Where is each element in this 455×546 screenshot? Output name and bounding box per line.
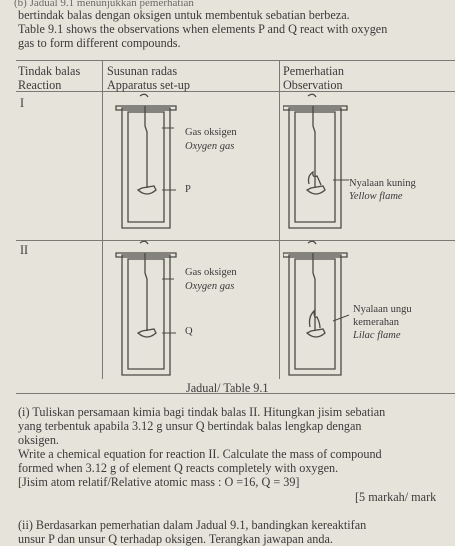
row1-obs-en: Yellow flame	[349, 191, 403, 202]
intro-line-2: Table 9.1 shows the observations when el…	[18, 22, 388, 36]
observation-table	[0, 60, 455, 394]
gas-jar-lid	[115, 105, 177, 111]
question-ii-ms-1: (ii) Berdasarkan pemerhatian dalam Jadua…	[18, 518, 367, 532]
row2-element: Q	[185, 326, 193, 337]
relative-atomic-mass: [Jisim atom relatif/Relative atomic mass…	[18, 475, 300, 489]
question-i-ms-1: (i) Tuliskan persamaan kimia bagi tindak…	[18, 405, 386, 419]
row2-gas-ms: Gas oksigen	[185, 267, 237, 278]
deflagrating-spoon-rod	[144, 106, 148, 188]
row2-gas-en: Oxygen gas	[185, 281, 235, 292]
spoon-bowl	[136, 185, 157, 195]
spoon-handle	[139, 93, 149, 98]
yellow-flame-icon	[307, 170, 322, 186]
row2-obs-en: Lilac flame	[353, 330, 401, 341]
header-observation-en: Observation	[283, 78, 343, 92]
row-label-i: I	[20, 96, 25, 110]
gas-jar-burning-p	[283, 93, 349, 229]
row1-gas-en: Oxygen gas	[185, 141, 235, 152]
row-label-ii: II	[20, 243, 29, 257]
header-apparatus-ms: Susunan radas	[107, 64, 178, 78]
row1-element: P	[185, 184, 191, 195]
gas-jar-burning-q	[283, 240, 350, 376]
row2-obs-ms-2: kemerahan	[353, 317, 400, 328]
header-reaction-ms: Tindak balas	[18, 64, 81, 78]
question-ii-ms-2: unsur P dan unsur Q terhadap oksigen. Te…	[18, 532, 333, 546]
header-reaction-en: Reaction	[18, 78, 62, 92]
question-i-ms-2: yang terbentuk apabila 3.12 g unsur Q be…	[18, 419, 362, 433]
question-i-ms-3: oksigen.	[18, 433, 59, 447]
question-i-en-2: formed when 3.12 g of element Q reacts c…	[18, 461, 339, 475]
row1-gas-ms: Gas oksigen	[185, 127, 237, 138]
gas-jar-outer	[121, 107, 171, 229]
gas-jar-apparatus-q	[115, 240, 177, 376]
header-observation-ms: Pemerhatian	[283, 64, 344, 78]
intro-line-cut: (b) Jadual 9.1 menunjukkan pemerhatian	[14, 0, 194, 9]
row1-obs-ms: Nyalaan kuning	[349, 178, 416, 189]
lilac-flame-icon	[308, 309, 321, 329]
table-caption: Jadual/ Table 9.1	[186, 381, 269, 395]
row2-obs-ms-1: Nyalaan ungu	[353, 304, 412, 315]
marks-label: [5 markah/ mark	[355, 490, 437, 504]
intro-line-3: gas to form different compounds.	[18, 36, 181, 50]
gas-jar-apparatus-p	[115, 93, 177, 229]
question-i-en-1: Write a chemical equation for reaction I…	[18, 447, 382, 461]
header-apparatus-en: Apparatus set-up	[107, 78, 190, 92]
intro-line-1: bertindak balas dengan oksigen untuk mem…	[18, 8, 350, 22]
gas-jar-inner	[127, 111, 165, 223]
